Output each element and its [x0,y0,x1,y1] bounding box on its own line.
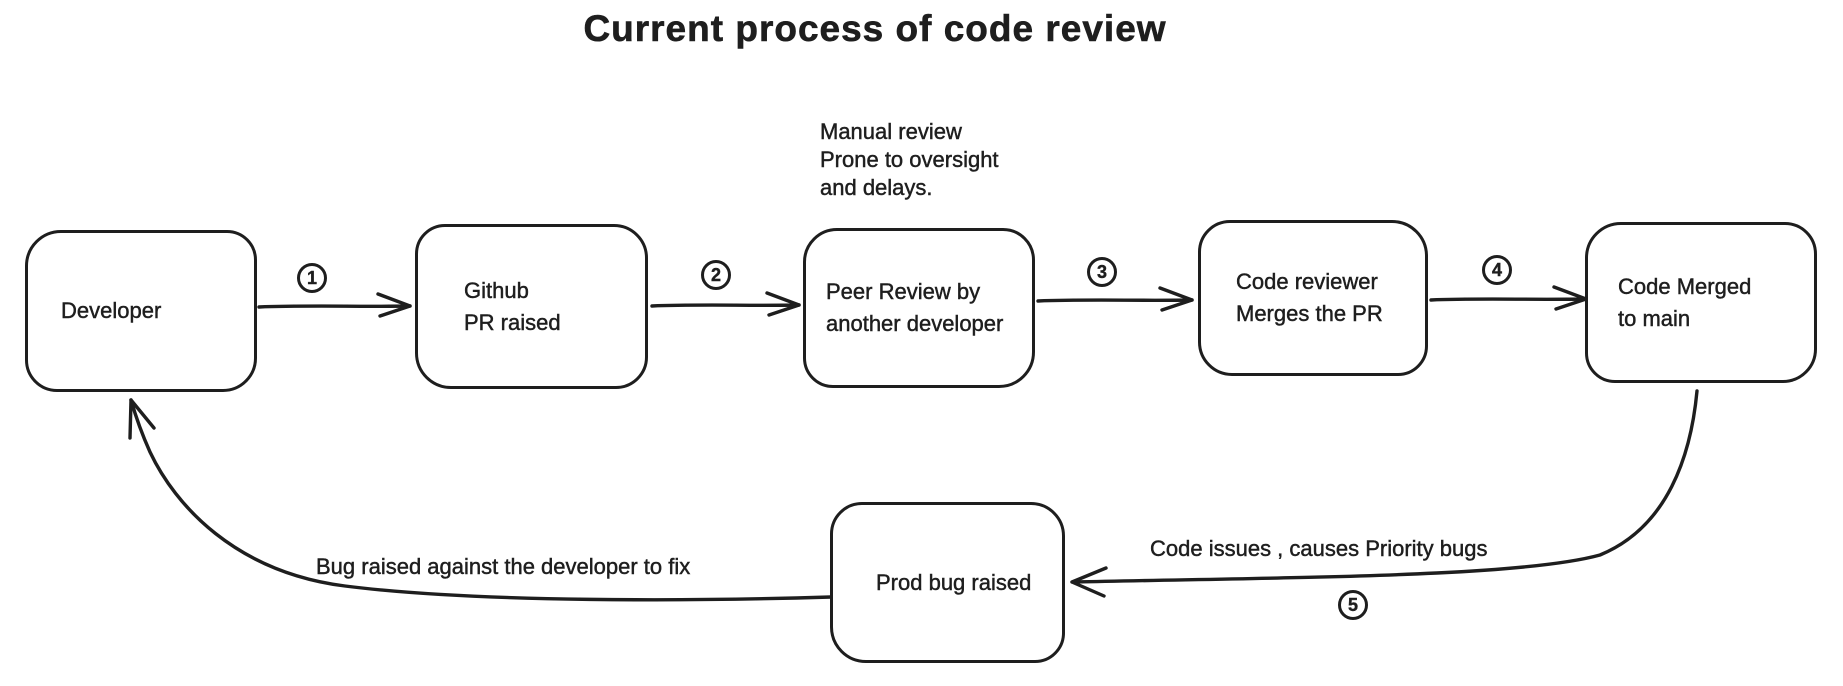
edge-label-bug-raised: Bug raised against the developer to fix [316,554,691,579]
node-developer-line1: Developer [61,298,162,324]
step-badge-3: 3 [1087,257,1117,287]
node-code-merged: Code Merged to main [1585,222,1817,383]
node-code-merged-label: Code Merged to main [1618,271,1752,335]
arrow-2-line [650,303,801,308]
node-peer-review: Peer Review by another developer [803,228,1035,388]
manual-review-note-line3: and delays. [820,175,933,200]
arrow-4-line [1429,297,1588,302]
node-code-reviewer-line1: Code reviewer [1236,269,1378,295]
node-code-reviewer-line2: Merges the PR [1236,301,1383,326]
node-peer-review-label: Peer Review by another developer [826,276,1004,340]
arrow-1-line [257,304,412,309]
step-badge-4: 4 [1482,255,1512,285]
manual-review-note-line1: Manual review [820,119,962,144]
node-github-line2: PR raised [464,309,561,335]
node-code-merged-line2: to main [1618,305,1691,331]
node-prod-bug-label: Prod bug raised [876,567,1032,599]
arrow-5-line [1073,389,1699,584]
diagram-title: Current process of code review [583,8,1167,50]
node-code-merged-line1: Code Merged [1618,273,1752,299]
node-github-line1: Github [464,277,529,303]
step-badge-2: 2 [701,260,731,290]
arrow-6-head [128,398,156,440]
node-developer: Developer [25,230,257,392]
node-prod-bug-line1: Prod bug raised [876,569,1032,595]
node-developer-label: Developer [61,295,162,327]
node-peer-review-line2: another developer [826,311,1004,336]
step-badge-5: 5 [1338,590,1368,620]
edge-label-code-issues: Code issues , causes Priority bugs [1150,536,1488,561]
arrow-6-line [129,398,833,602]
arrow-2-head [765,291,801,317]
arrow-4-head [1552,285,1588,311]
node-code-reviewer: Code reviewer Merges the PR [1198,220,1428,376]
arrow-1-head [376,292,412,318]
node-prod-bug-raised: Prod bug raised [830,502,1065,663]
node-github-pr-raised: Github PR raised [415,224,648,389]
manual-review-note-line2: Prone to oversight [820,147,999,172]
step-badge-1: 1 [297,263,327,293]
node-peer-review-line1: Peer Review by [826,279,981,305]
arrow-3-head [1158,286,1194,312]
arrow-5-head [1070,566,1108,598]
manual-review-note: Manual review Prone to oversight and del… [820,118,999,202]
node-github-label: Github PR raised [464,275,561,339]
node-code-reviewer-label: Code reviewer Merges the PR [1236,266,1383,330]
arrow-3-line [1036,298,1194,303]
